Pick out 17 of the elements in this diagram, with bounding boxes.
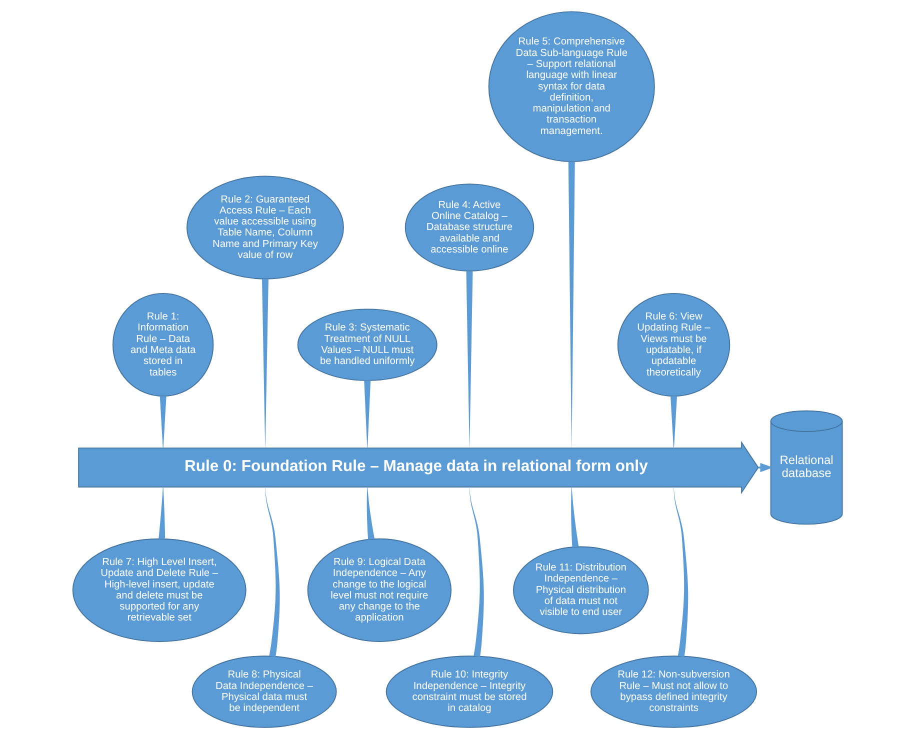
node-ellipse: Rule 7: High Level Insert, Update and Delete Rule – High-level insert, update and delete must be supported for any retrievable set [72,538,246,642]
connector [366,484,375,540]
node-ellipse: Rule 9: Logical Data Independence – Any change to the logical level must not require any change to the application [307,538,452,642]
connector [571,484,579,548]
node-circle: Rule 5: Comprehensive Data Sub-language Rule – Support relational language with linear syntax for data definition, manipulation and transaction management. [488,11,655,162]
node-ellipse: Rule 2: Guaranteed Access Rule – Each value accessible using Table Name, Column Name and Primary Key value of row [186,176,344,280]
node-ellipse: Rule 12: Non-subversion Rule – Must not allow to bypass defined integrity constraints [590,656,758,728]
connector [674,484,688,657]
node-ellipse: Rule 8: Physical Data Independence – Physical data must be independent [192,656,337,728]
connector [265,484,280,657]
node-circle: Rule 6: View Updating Rule – Views must be updatable, if updatable theoretically [617,293,730,397]
node-ellipse: Rule 4: Active Online Catalog – Database structure available and accessible online [404,184,534,272]
node-ellipse: Rule 3: Systematic Treatment of NULL Values – NULL must be handled uniformly [297,308,438,381]
connector [158,484,166,539]
node-ellipse: Rule 11: Distribution Independence – Physical distribution of data must not visible to end user [512,546,649,634]
node-ellipse: Rule 10: Integrity Independence – Integrity constraint must be stored in catalog [386,656,554,728]
node-circle: Rule 1: Information Rule – Data and Meta data stored in tables [112,293,214,397]
